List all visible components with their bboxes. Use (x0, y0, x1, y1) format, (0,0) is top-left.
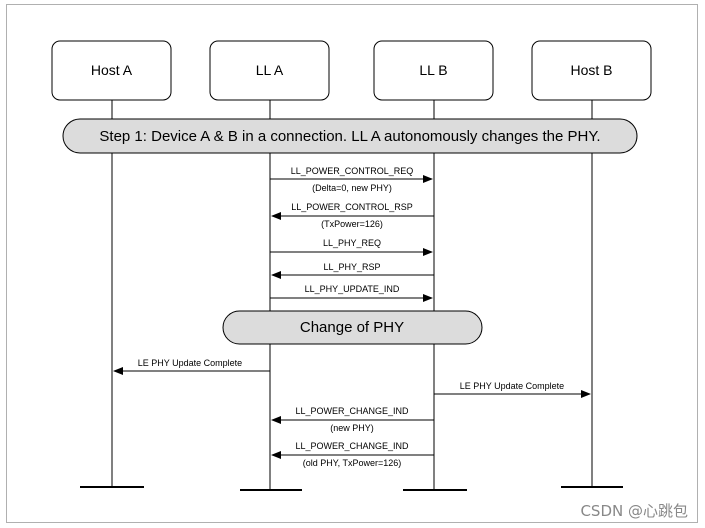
participant-label: Host A (91, 62, 133, 78)
message-phy-rsp: LL_PHY_RSP (271, 262, 434, 279)
message-label: LL_PHY_REQ (323, 238, 381, 248)
message-label: LE PHY Update Complete (460, 381, 564, 391)
message-phy-req: LL_PHY_REQ (270, 238, 433, 256)
participant-ll-b: LL B (373, 40, 494, 101)
participant-label: LL B (419, 62, 447, 78)
message-label: LL_POWER_CONTROL_REQ (291, 166, 414, 176)
message-label: LE PHY Update Complete (138, 358, 242, 368)
change-of-phy-banner: Change of PHY (222, 310, 483, 345)
watermark: CSDN @心跳包 (580, 502, 688, 520)
message-label: LL_PHY_RSP (323, 262, 380, 272)
message-label: LL_POWER_CHANGE_IND (295, 441, 409, 451)
message-power-change-ind-new-phy: LL_POWER_CHANGE_IND (new PHY) (271, 406, 434, 433)
participant-label: LL A (256, 62, 284, 78)
participant-ll-a: LL A (209, 40, 330, 101)
message-le-phy-update-complete-host-b: LE PHY Update Complete (434, 381, 591, 398)
step-banner: Step 1: Device A & B in a connection. LL… (62, 118, 638, 154)
message-sublabel: (old PHY, TxPower=126) (303, 458, 401, 468)
message-power-control-rsp: LL_POWER_CONTROL_RSP (TxPower=126) (271, 202, 434, 229)
diagram-frame (6, 4, 698, 523)
message-sublabel: (Delta=0, new PHY) (312, 183, 392, 193)
message-label: LL_PHY_UPDATE_IND (305, 284, 400, 294)
message-sublabel: (TxPower=126) (321, 219, 383, 229)
message-phy-update-ind: LL_PHY_UPDATE_IND (270, 284, 433, 302)
participant-label: Host B (570, 62, 612, 78)
participant-host-a: Host A (51, 40, 172, 101)
message-le-phy-update-complete-host-a: LE PHY Update Complete (113, 358, 270, 375)
message-label: LL_POWER_CHANGE_IND (295, 406, 409, 416)
message-power-change-ind-old-phy: LL_POWER_CHANGE_IND (old PHY, TxPower=12… (271, 441, 434, 468)
message-power-control-req: LL_POWER_CONTROL_REQ (Delta=0, new PHY) (270, 166, 433, 193)
step-label: Change of PHY (300, 319, 404, 336)
participant-host-b: Host B (531, 40, 652, 101)
message-sublabel: (new PHY) (330, 423, 374, 433)
step-label: Step 1: Device A & B in a connection. LL… (99, 128, 600, 145)
message-label: LL_POWER_CONTROL_RSP (291, 202, 413, 212)
